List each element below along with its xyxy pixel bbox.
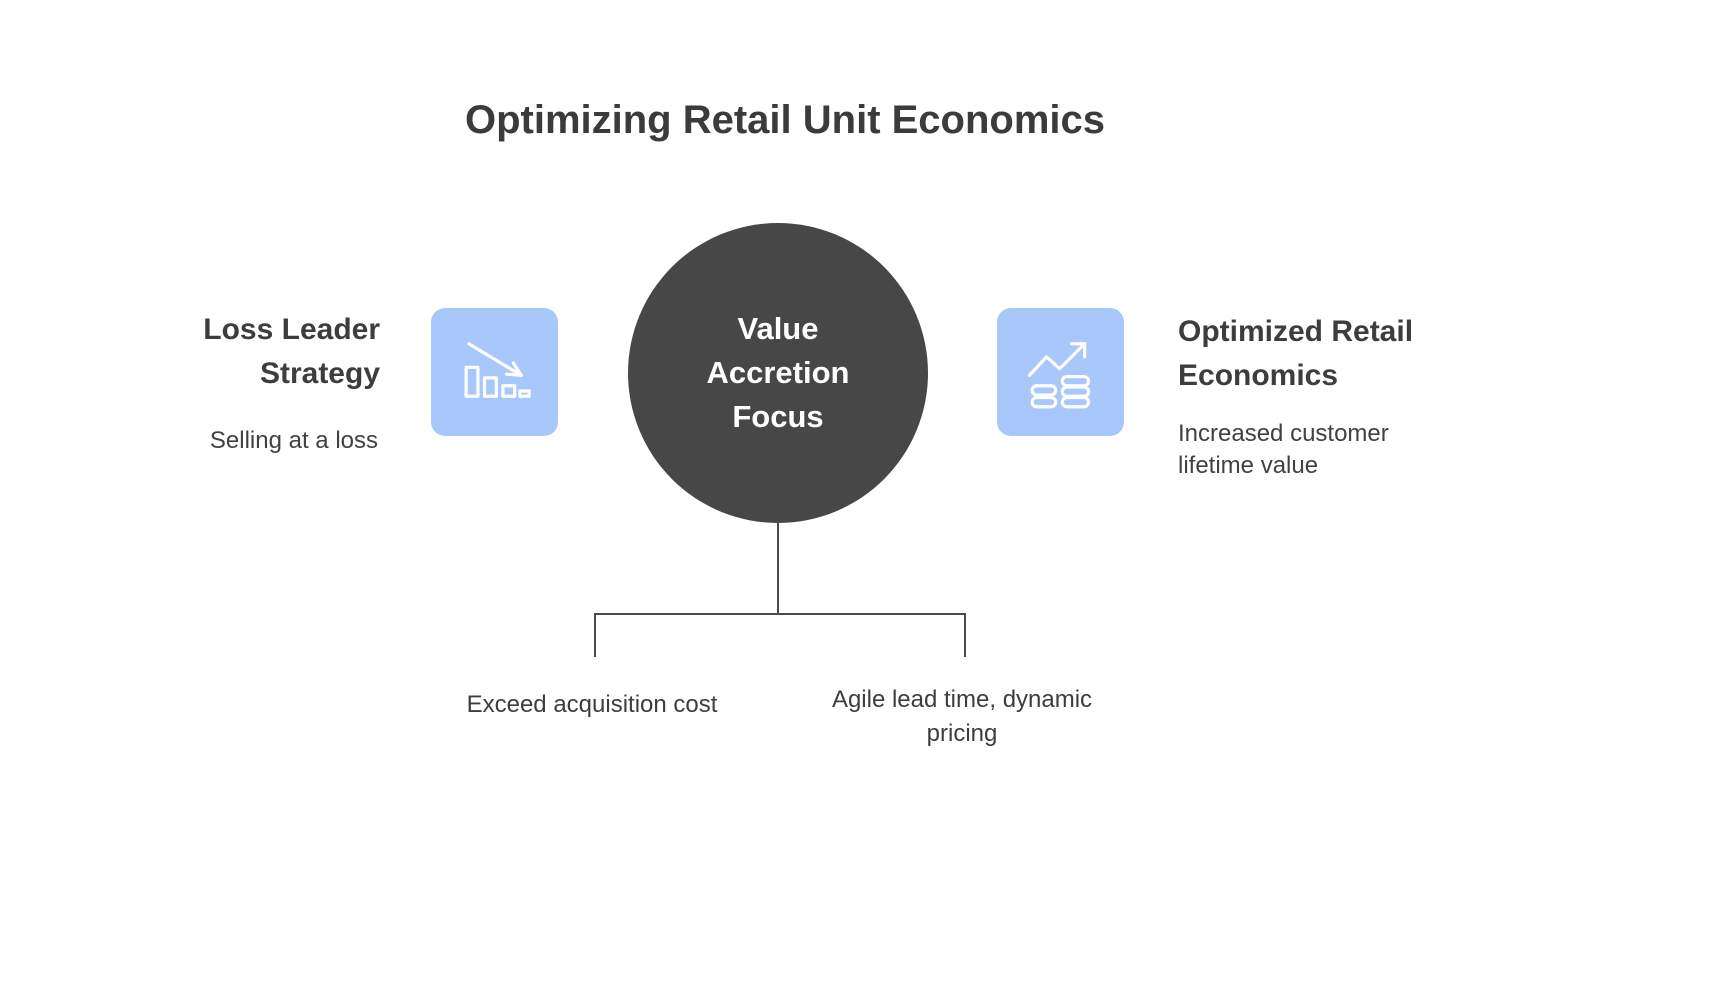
growth-coins-icon [1019, 328, 1103, 417]
branch-label-right: Agile lead time, dynamic pricing [831, 686, 1093, 747]
right-icon-tile [997, 308, 1124, 436]
declining-bar-chart-icon [453, 328, 537, 417]
center-node: Value Accretion Focus [628, 223, 928, 523]
left-node-subtitle: Selling at a loss [209, 427, 378, 454]
right-node-heading: Optimized Retail Economics [1178, 315, 1414, 392]
connector-horizontal [594, 613, 966, 615]
left-node-heading: Loss Leader Strategy [203, 313, 380, 390]
diagram-title: Optimizing Retail Unit Economics [464, 98, 1106, 142]
right-node-subtitle: Increased customer lifetime value [1178, 420, 1389, 480]
branch-label-left: Exceed acquisition cost [466, 691, 718, 718]
left-icon-tile [431, 308, 558, 436]
connector-vertical-main [777, 523, 779, 614]
center-node-label: Value Accretion Focus [706, 310, 850, 434]
connector-branch-left [594, 613, 596, 657]
connector-branch-right [964, 613, 966, 657]
